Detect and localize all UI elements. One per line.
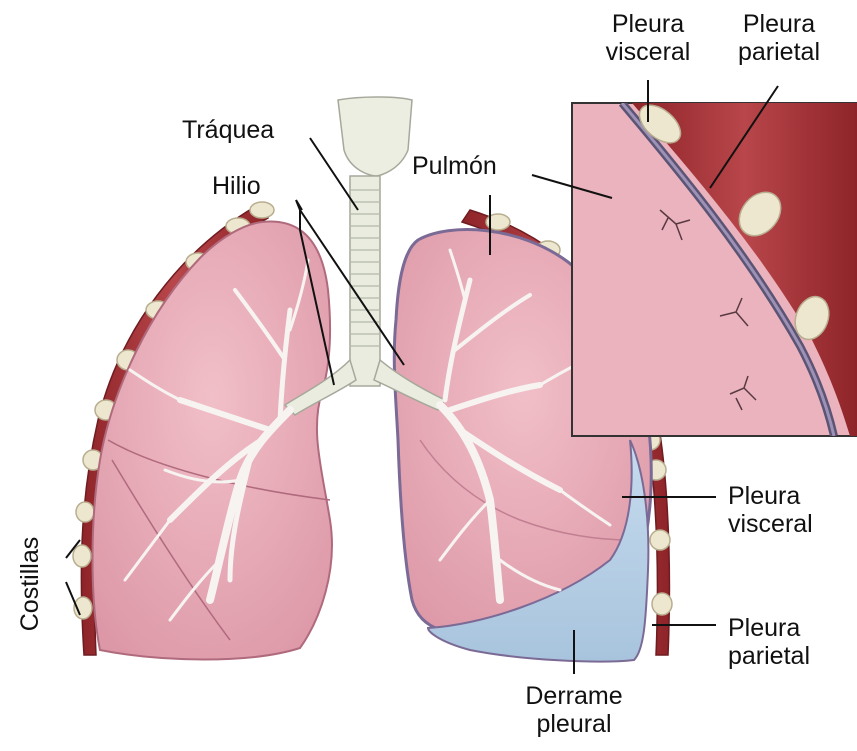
label-pleura-parietal: Pleura parietal: [728, 614, 810, 670]
label-inset-pleura-parietal: Pleura parietal: [724, 10, 834, 66]
label-parietal-line2: parietal: [728, 642, 810, 670]
label-visceral-line1: Pleura: [728, 482, 813, 510]
label-inset-visceral-line1: Pleura: [588, 10, 708, 38]
label-inset-pleura-visceral: Pleura visceral: [588, 10, 708, 66]
label-derrame-line2: pleural: [512, 710, 636, 738]
label-costillas: Costillas: [16, 524, 44, 644]
label-visceral-line2: visceral: [728, 510, 813, 538]
label-pulmon: Pulmón: [412, 152, 497, 180]
label-inset-parietal-line2: parietal: [724, 38, 834, 66]
label-derrame-pleural: Derrame pleural: [512, 682, 636, 738]
label-parietal-line1: Pleura: [728, 614, 810, 642]
pleura-inset: [572, 98, 857, 436]
label-pleura-visceral: Pleura visceral: [728, 482, 813, 538]
label-inset-parietal-line1: Pleura: [724, 10, 834, 38]
label-inset-visceral-line2: visceral: [588, 38, 708, 66]
label-hilio: Hilio: [212, 172, 261, 200]
label-derrame-line1: Derrame: [512, 682, 636, 710]
label-traquea: Tráquea: [182, 116, 274, 144]
